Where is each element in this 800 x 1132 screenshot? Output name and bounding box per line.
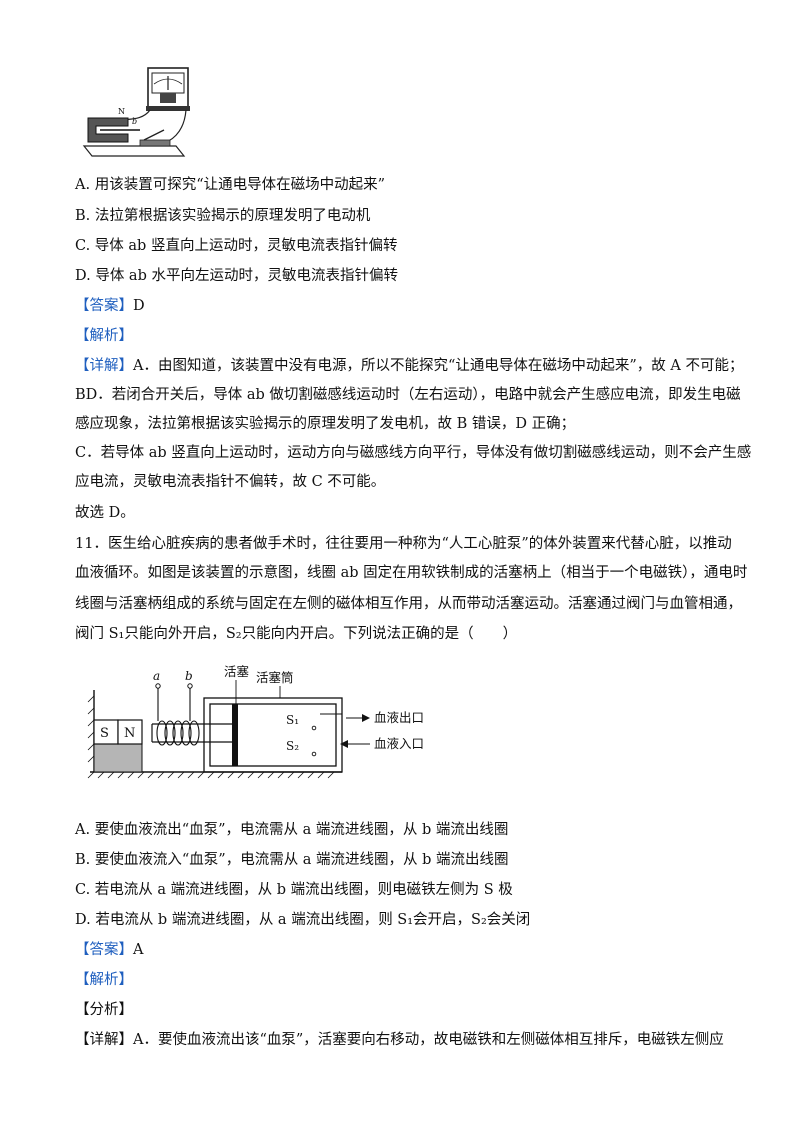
q11-option-c: C. 若电流从 a 端流进线圈，从 b 端流出线圈，则电磁铁左侧为 S 极 <box>75 882 513 898</box>
detail-tag: 【详解】 <box>75 1032 133 1048</box>
q10-detail-line-4: C．若导体 ab 竖直向上运动时，运动方向与磁感线方向平行，导体没有做切割磁感线… <box>75 445 752 461</box>
q11-answer: 【答案】A <box>75 940 143 960</box>
q10-conclusion: 故选 D。 <box>75 505 135 521</box>
q11-option-a: A. 要使血液流出“血泵”，电流需从 a 端流进线圈，从 b 端流出线圈 <box>75 822 509 838</box>
inlet-label: 血液入口 <box>374 736 424 751</box>
outlet-label: 血液出口 <box>374 710 424 725</box>
coil-a-label: a <box>153 669 160 683</box>
q10-option-b: B. 法拉第根据该实验揭示的原理发明了电动机 <box>75 208 371 224</box>
q10-detail-line-2: BD．若闭合开关后，导体 ab 做切割磁感线运动时（左右运动），电路中就会产生感… <box>75 387 741 403</box>
magnet-n-pole-label: N <box>124 726 135 741</box>
magnet-s-pole-label: S <box>100 726 109 741</box>
q10-option-c: C. 导体 ab 竖直向上运动时，灵敏电流表指针偏转 <box>75 238 398 254</box>
detail-text: A．由图知道，该装置中没有电源，所以不能探究“让通电导体在磁场中动起来”，故 A… <box>133 358 744 374</box>
answer-value: A <box>133 942 144 958</box>
magnet-n-label: N <box>118 107 125 116</box>
q11-fenxi-tag: 【分析】 <box>75 1002 133 1018</box>
q10-detail-line-3: 感应现象，法拉第根据该实验揭示的原理发明了发电机，故 B 错误，D 正确； <box>75 416 576 432</box>
q10-detail-line-5: 应电流，灵敏电流表指针不偏转，故 C 不可能。 <box>75 474 386 490</box>
q11-detail-line-1: 【详解】A．要使血液流出该“血泵”，活塞要向右移动，故电磁铁和左侧磁体相互排斥，… <box>75 1030 724 1050</box>
detail-text: A．要使血液流出该“血泵”，活塞要向右移动，故电磁铁和左侧磁体相互排斥，电磁铁左… <box>133 1032 724 1048</box>
detail-tag: 【详解】 <box>75 358 133 374</box>
q11-stem-line-4: 阀门 S₁只能向外开启，S₂只能向内开启。下列说法正确的是（ ） <box>75 626 518 642</box>
q10-option-a: A. 用该装置可探究“让通电导体在磁场中动起来” <box>75 177 386 193</box>
q10-option-d: D. 导体 ab 水平向左运动时，灵敏电流表指针偏转 <box>75 268 398 284</box>
q11-analysis-tag: 【解析】 <box>75 972 133 988</box>
valve-s2-label: S₂ <box>286 739 299 753</box>
piston-label: 活塞 <box>224 664 250 679</box>
heart-pump-figure: S N a b 活塞 活塞筒 S₁ S₂ 血液出口 血液入口 <box>87 664 424 779</box>
q10-analysis-tag: 【解析】 <box>75 328 133 344</box>
valve-s1-label: S₁ <box>286 713 299 727</box>
answer-tag: 【答案】 <box>75 942 133 958</box>
conductor-b-label: b <box>132 117 137 126</box>
q11-stem-line-3: 线圈与活塞柄组成的系统与固定在左侧的磁体相互作用，从而带动活塞运动。活塞通过阀门… <box>75 596 742 612</box>
q11-option-d: D. 若电流从 b 端流进线圈，从 a 端流出线圈，则 S₁会开启，S₂会关闭 <box>75 912 531 928</box>
coil-b-label: b <box>185 669 193 683</box>
q11-stem-line-1: 11．医生给心脏疾病的患者做手术时，往往要用一种称为“人工心脏泵”的体外装置来代… <box>75 536 732 552</box>
q10-answer: 【答案】D <box>75 296 145 316</box>
q11-option-b: B. 要使血液流入“血泵”，电流需从 a 端流进线圈，从 b 端流出线圈 <box>75 852 509 868</box>
answer-value: D <box>133 298 145 314</box>
q11-stem-line-2: 血液循环。如图是该装置的示意图，线圈 ab 固定在用软铁制成的活塞柄上（相当于一… <box>75 565 748 581</box>
galvanometer-experiment-figure: N S a b <box>82 67 190 157</box>
cylinder-label: 活塞筒 <box>256 670 294 685</box>
answer-tag: 【答案】 <box>75 298 133 314</box>
q10-detail-line-1: 【详解】A．由图知道，该装置中没有电源，所以不能探究“让通电导体在磁场中动起来”… <box>75 356 743 376</box>
